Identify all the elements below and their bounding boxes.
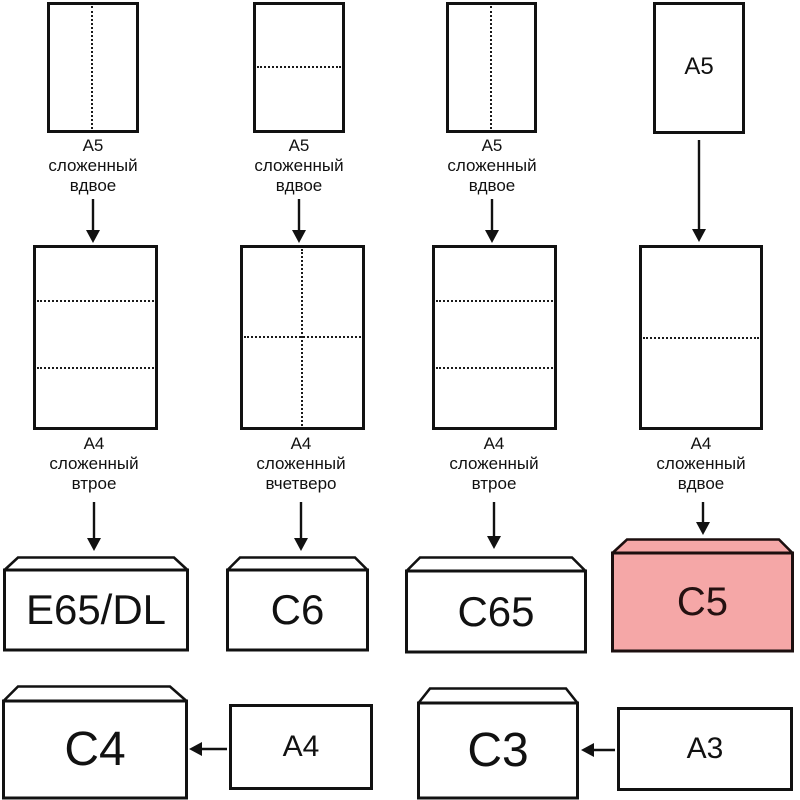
label-line: сложенный (656, 454, 746, 473)
fold-line-horizontal (257, 66, 341, 68)
paper-a4-col3 (432, 245, 557, 430)
arrow-down-icon (87, 502, 101, 551)
envelope-outline-icon (3, 556, 189, 652)
arrow-down-icon (292, 199, 306, 243)
arrow-down-icon (696, 502, 710, 535)
label-line: A5 (288, 136, 310, 155)
paper-a4-col4 (639, 245, 763, 430)
label-line: A4 (483, 434, 505, 453)
fold-line-horizontal (37, 367, 154, 369)
envelope-c6: C6 (226, 555, 369, 652)
envelope-outline-icon (417, 687, 579, 800)
paper-a5-col1 (47, 2, 139, 133)
fold-line-horizontal (37, 300, 154, 302)
label-line: втрое (471, 474, 517, 493)
paper-a5-inner-label: A5 (684, 53, 714, 80)
arrow-left-icon (189, 742, 227, 756)
label-line: сложенный (254, 156, 344, 175)
label-line: вдвое (468, 176, 516, 195)
label-line: A5 (481, 136, 503, 155)
fold-line-horizontal (244, 336, 361, 338)
envelope-outline-icon (405, 556, 587, 654)
envelope-outline-icon (2, 685, 188, 800)
label-a4-col2: A4 сложенный вчетверо (236, 434, 366, 494)
arrow-down-icon (485, 199, 499, 243)
envelope-c65: C65 (405, 555, 587, 654)
paper-a5-col2 (253, 2, 345, 133)
label-line: вдвое (677, 474, 725, 493)
label-line: вдвое (69, 176, 117, 195)
paper-label: A4 (282, 730, 320, 763)
paper-a3-source: A3 (617, 707, 793, 791)
arrow-left-icon (581, 743, 615, 757)
envelope-c4: C4 (2, 684, 188, 800)
arrow-down-icon (692, 140, 706, 242)
envelope-label: C3 (467, 724, 529, 777)
envelope-c5-highlighted: C5 (611, 537, 794, 653)
label-line: сложенный (256, 454, 346, 473)
fold-line-vertical (300, 249, 303, 426)
label-line: A4 (690, 434, 712, 453)
envelope-label: C65 (457, 587, 535, 635)
fold-line-horizontal (436, 367, 553, 369)
label-line: вдвое (275, 176, 323, 195)
paper-a4-col2 (240, 245, 365, 430)
fold-line-vertical (91, 6, 93, 129)
label-line: сложенный (49, 454, 139, 473)
envelope-label: C4 (64, 723, 126, 776)
label-a5-col3: A5 сложенный вдвое (427, 136, 557, 196)
label-line: вчетверо (265, 474, 337, 493)
paper-a5-col4: A5 (653, 2, 745, 134)
envelope-label: C5 (676, 579, 729, 624)
paper-a4-col1 (33, 245, 158, 430)
envelope-label: C6 (270, 586, 325, 633)
label-a5-col1: A5 сложенный вдвое (28, 136, 158, 196)
fold-line-vertical (489, 6, 492, 129)
fold-line-horizontal (436, 300, 553, 302)
label-a5-col2: A5 сложенный вдвое (234, 136, 364, 196)
paper-a5-col3 (446, 2, 537, 133)
label-line: сложенный (48, 156, 138, 175)
label-a4-col4: A4 сложенный вдвое (636, 434, 766, 494)
label-line: сложенный (447, 156, 537, 175)
envelope-label: E65/DL (25, 586, 167, 633)
envelope-outline-icon (611, 538, 794, 653)
label-line: A4 (83, 434, 105, 453)
paper-label: A3 (686, 732, 724, 765)
envelope-e65dl: E65/DL (3, 555, 189, 652)
paper-a4-source: A4 (229, 704, 373, 790)
label-a4-col1: A4 сложенный втрое (29, 434, 159, 494)
envelope-outline-icon (226, 556, 369, 652)
label-line: A4 (290, 434, 312, 453)
arrow-down-icon (86, 199, 100, 243)
fold-line-horizontal (643, 337, 759, 339)
label-line: сложенный (449, 454, 539, 473)
label-line: втрое (71, 474, 117, 493)
label-line: A5 (82, 136, 104, 155)
envelope-c3: C3 (417, 686, 579, 800)
arrow-down-icon (294, 502, 308, 551)
arrow-down-icon (487, 502, 501, 549)
label-a4-col3: A4 сложенный втрое (429, 434, 559, 494)
